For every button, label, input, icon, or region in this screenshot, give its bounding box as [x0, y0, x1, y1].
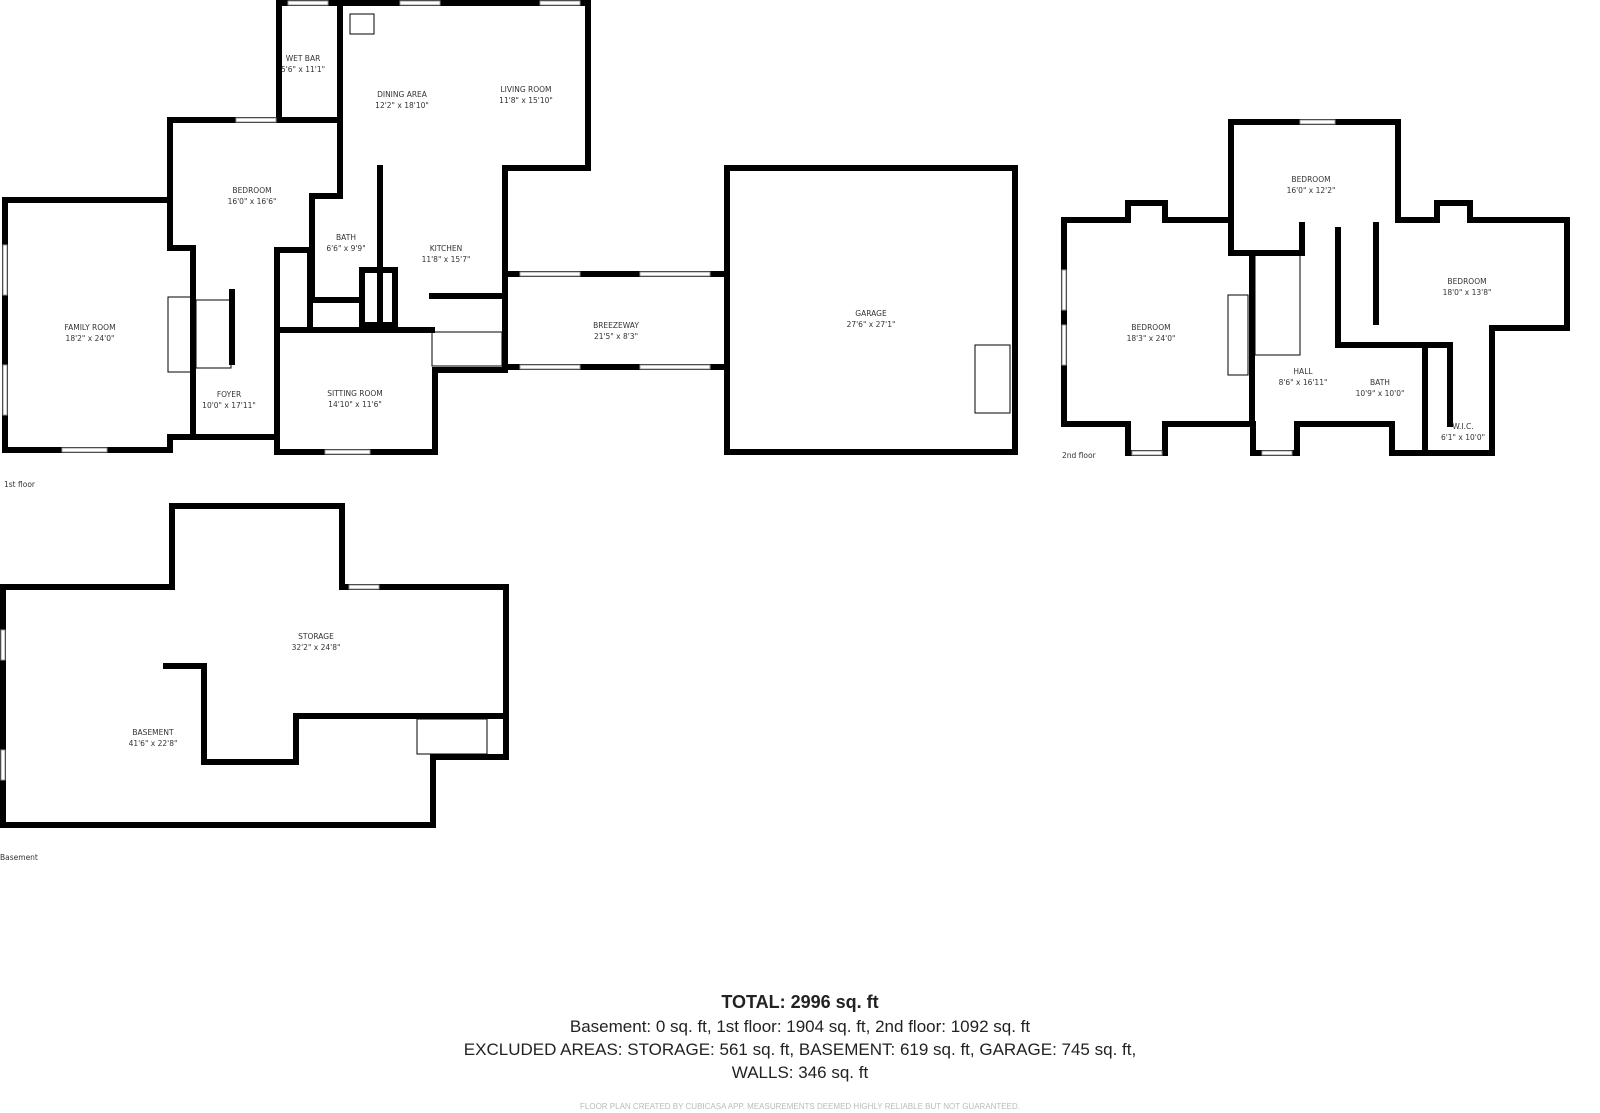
excluded-areas: EXCLUDED AREAS: STORAGE: 561 sq. ft, BAS… — [463, 1040, 1137, 1059]
room-wic: W.I.C. 6'1" x 10'0" — [1441, 421, 1485, 443]
room-size: 11'8" x 15'7" — [421, 255, 471, 264]
room-size: 18'2" x 24'0" — [65, 334, 115, 343]
room-living-room: LIVING ROOM 11'8" x 15'10" — [499, 84, 553, 106]
room-garage: GARAGE 27'6" x 27'1" — [847, 308, 896, 330]
room-size: 10'0" x 17'11" — [202, 401, 256, 410]
total-area: TOTAL: 2996 sq. ft — [721, 992, 879, 1012]
disclaimer: FLOOR PLAN CREATED BY CUBICASA APP. MEAS… — [580, 1102, 1020, 1111]
room-size: 6'1" x 10'0" — [1440, 433, 1486, 442]
room-bedroom: BEDROOM 16'0" x 16'6" — [228, 185, 277, 207]
room-name: HALL — [1293, 367, 1313, 376]
second-floor-walls — [1061, 119, 1570, 456]
room-name: BASEMENT — [132, 728, 174, 737]
room-size: 10'9" x 10'0" — [1355, 389, 1405, 398]
room-name: BEDROOM — [1131, 323, 1171, 332]
room-size: 27'6" x 27'1" — [846, 320, 896, 329]
room-sitting-room: SITTING ROOM 14'10" x 11'6" — [327, 388, 383, 410]
floor-label-second: 2nd floor — [1062, 451, 1096, 460]
room-name: BATH — [1370, 378, 1390, 387]
room-size: 18'3" x 24'0" — [1126, 334, 1176, 343]
room-size: 32'2" x 24'8" — [291, 643, 341, 652]
room-wet-bar: WET BAR 5'6" x 11'1" — [281, 53, 325, 75]
floor-label-first: 1st floor — [4, 480, 35, 489]
room-name: KITCHEN — [429, 244, 463, 253]
first-floor-walls — [2, 0, 728, 455]
room-dining-area: DINING AREA 12'2" x 18'10" — [375, 89, 429, 111]
room-name: BEDROOM — [1291, 175, 1331, 184]
room-hall: HALL 8'6" x 16'11" — [1279, 366, 1328, 388]
room-bedroom-right: BEDROOM 18'0" x 13'8" — [1443, 276, 1492, 298]
floor-label-basement: Basement — [0, 853, 38, 862]
room-name: LIVING ROOM — [500, 85, 552, 94]
room-kitchen: KITCHEN 11'8" x 15'7" — [422, 243, 471, 265]
room-bath-2: BATH 10'9" x 10'0" — [1356, 377, 1405, 399]
room-bedroom-left: BEDROOM 18'3" x 24'0" — [1127, 322, 1176, 344]
floor-areas: Basement: 0 sq. ft, 1st floor: 1904 sq. … — [569, 1017, 1031, 1036]
room-name: WET BAR — [285, 54, 321, 63]
room-name: BEDROOM — [232, 186, 272, 195]
room-name: STORAGE — [298, 632, 334, 641]
garage-walls — [724, 165, 1018, 455]
basement-walls — [0, 503, 509, 828]
room-name: DINING AREA — [377, 90, 427, 99]
room-size: 16'0" x 16'6" — [227, 197, 277, 206]
room-name: FOYER — [216, 390, 242, 399]
room-breezeway: BREEZEWAY 21'5" x 8'3" — [593, 320, 639, 342]
room-name: SITTING ROOM — [327, 389, 383, 398]
room-name: FAMILY ROOM — [64, 323, 116, 332]
room-name: W.I.C. — [1452, 422, 1474, 431]
room-size: 8'6" x 16'11" — [1278, 378, 1328, 387]
room-size: 16'0" x 12'2" — [1286, 186, 1336, 195]
room-bedroom-top: BEDROOM 16'0" x 12'2" — [1287, 174, 1336, 196]
room-name: BATH — [336, 233, 356, 242]
room-size: 5'6" x 11'1" — [280, 65, 326, 74]
room-foyer: FOYER 10'0" x 17'11" — [202, 389, 256, 411]
room-family-room: FAMILY ROOM 18'2" x 24'0" — [64, 322, 115, 344]
room-size: 14'10" x 11'6" — [328, 400, 382, 409]
room-storage: STORAGE 32'2" x 24'8" — [292, 631, 341, 653]
room-size: 6'6" x 9'9" — [326, 244, 366, 253]
room-size: 41'6" x 22'8" — [128, 739, 178, 748]
room-size: 21'5" x 8'3" — [593, 332, 639, 341]
room-basement: BASEMENT 41'6" x 22'8" — [129, 727, 178, 749]
room-name: BREEZEWAY — [593, 321, 639, 330]
room-size: 18'0" x 13'8" — [1442, 288, 1492, 297]
room-size: 11'8" x 15'10" — [499, 96, 553, 105]
room-name: GARAGE — [855, 309, 887, 318]
room-size: 12'2" x 18'10" — [375, 101, 429, 110]
room-bath: BATH 6'6" x 9'9" — [326, 232, 365, 254]
windows — [0, 0, 1336, 781]
room-name: BEDROOM — [1447, 277, 1487, 286]
walls-area: WALLS: 346 sq. ft — [731, 1063, 869, 1082]
